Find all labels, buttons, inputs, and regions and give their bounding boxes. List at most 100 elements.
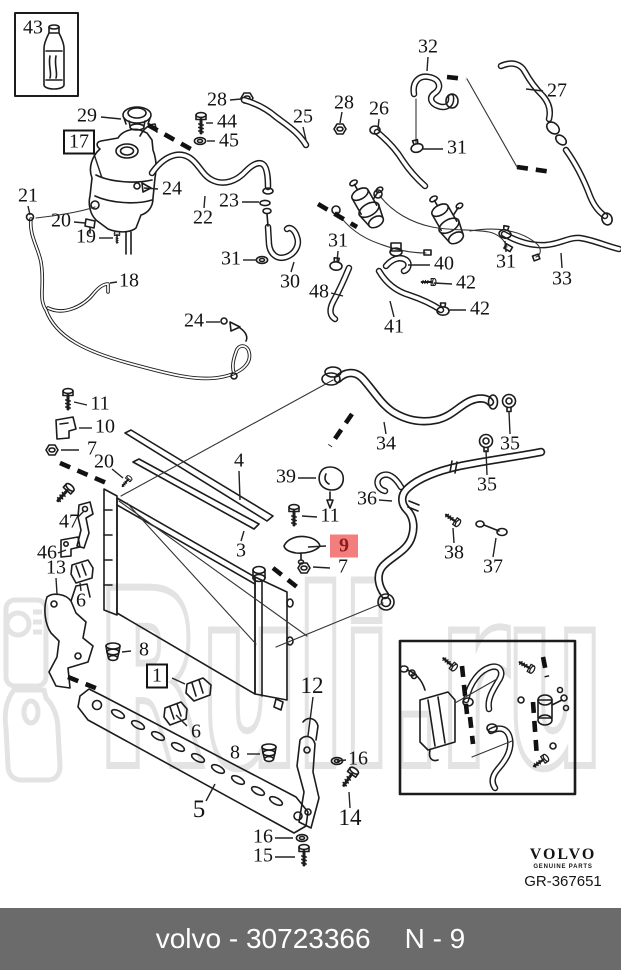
part-label-4[interactable]: 4 [234,449,244,472]
part-label-3[interactable]: 3 [236,539,246,562]
part-label-35[interactable]: 35 [477,473,497,496]
part-label-22[interactable]: 22 [193,206,213,229]
part-label-37[interactable]: 37 [483,555,503,578]
coolant-bottle-box [14,12,79,97]
part-label-11[interactable]: 11 [90,392,110,415]
part-label-19[interactable]: 19 [76,225,96,248]
part-label-20[interactable]: 20 [94,450,114,473]
leader-line-11 [73,401,88,406]
part-label-9-highlighted[interactable]: 9 [330,534,358,558]
leader-line-20 [111,468,124,479]
hose-22 [152,155,274,195]
part-label-5[interactable]: 5 [192,795,206,823]
part-label-21[interactable]: 21 [18,184,38,207]
part-label-45[interactable]: 45 [219,129,239,152]
leader-line-27 [525,88,544,92]
part-label-38[interactable]: 38 [444,541,464,564]
part-label-23[interactable]: 23 [219,189,239,212]
screw-19-icon [113,230,121,244]
part-label-28[interactable]: 28 [207,88,227,111]
part-label-31[interactable]: 31 [221,247,241,270]
part-label-11[interactable]: 11 [320,504,340,527]
grommet-24b [220,317,248,342]
overflow-pipe [25,212,252,381]
part-label-35[interactable]: 35 [500,432,520,455]
bolt-38-icon [442,510,463,529]
label-leader-lines [27,56,563,858]
footer-part-number: volvo - 30723366 [155,923,371,954]
leader-line-37 [492,537,497,558]
part-label-43[interactable]: 43 [23,16,43,39]
part-label-20[interactable]: 20 [51,209,71,232]
leader-line-31 [504,240,507,253]
part-label-31[interactable]: 31 [447,136,467,159]
leader-line-46 [57,549,67,554]
part-label-17[interactable]: 17 [63,129,95,155]
part-label-6[interactable]: 6 [191,720,201,743]
part-label-34[interactable]: 34 [376,432,396,455]
hose-36 [378,452,541,611]
leader-line-11 [301,515,318,518]
part-label-31[interactable]: 31 [496,250,516,273]
footer-page-ref: N - 9 [404,923,466,954]
part-label-29[interactable]: 29 [77,104,97,127]
part-label-48[interactable]: 48 [309,280,329,303]
part-label-15[interactable]: 15 [253,844,273,867]
part-label-1[interactable]: 1 [146,663,168,689]
part-label-6[interactable]: 6 [76,589,86,612]
leader-line-38 [452,527,455,544]
part-label-7[interactable]: 7 [87,437,97,460]
part-label-36[interactable]: 36 [357,487,377,510]
part-label-39[interactable]: 39 [276,465,296,488]
part-label-30[interactable]: 30 [280,270,300,293]
leader-line-1 [171,677,186,685]
clamp-31-icon [328,256,344,272]
part-label-18[interactable]: 18 [119,269,139,292]
part-label-27[interactable]: 27 [547,79,567,102]
part-label-32[interactable]: 32 [418,35,438,58]
part-label-8[interactable]: 8 [230,741,240,764]
valve-assembly-icon [341,168,399,233]
bracket-13 [44,583,94,689]
part-label-8[interactable]: 8 [139,638,149,661]
lower-crossmember-5 [77,688,309,834]
leader-line-9 [307,545,327,548]
leader-line-48 [330,292,344,297]
leader-line-25 [302,126,307,141]
leader-line-20 [73,221,86,224]
part-label-47[interactable]: 47 [59,510,79,533]
part-label-13[interactable]: 13 [46,556,66,579]
part-label-31[interactable]: 31 [328,229,348,252]
inset-ring [408,669,416,677]
part-label-12[interactable]: 12 [300,672,324,698]
grommet-24a [133,182,152,193]
bolt-47-icon [52,480,77,506]
leader-line-47 [77,510,85,518]
part-label-24[interactable]: 24 [162,177,182,200]
part-label-26[interactable]: 26 [369,97,389,120]
part-label-42[interactable]: 42 [470,297,490,320]
part-label-10[interactable]: 10 [95,415,115,438]
hose-26 [369,125,425,186]
bolt-11-icon [61,387,75,411]
clip-10-icon [55,416,77,440]
leader-line-35 [508,411,511,435]
part-label-40[interactable]: 40 [434,252,454,275]
part-label-25[interactable]: 25 [293,105,313,128]
part-label-16[interactable]: 16 [348,747,368,770]
cross-bar-3 [132,458,260,530]
part-label-46[interactable]: 46 [37,541,57,564]
leader-line-17 [92,150,103,179]
part-label-44[interactable]: 44 [217,110,237,133]
part-label-41[interactable]: 41 [384,315,404,338]
part-label-28[interactable]: 28 [334,91,354,114]
inset-box [398,639,577,796]
part-label-16[interactable]: 16 [253,825,273,848]
part-label-42[interactable]: 42 [456,271,476,294]
expansion-tank [88,123,158,255]
part-label-14[interactable]: 14 [338,804,362,830]
part-label-7[interactable]: 7 [338,555,348,578]
part-label-24[interactable]: 24 [184,309,204,332]
part-label-33[interactable]: 33 [552,267,572,290]
